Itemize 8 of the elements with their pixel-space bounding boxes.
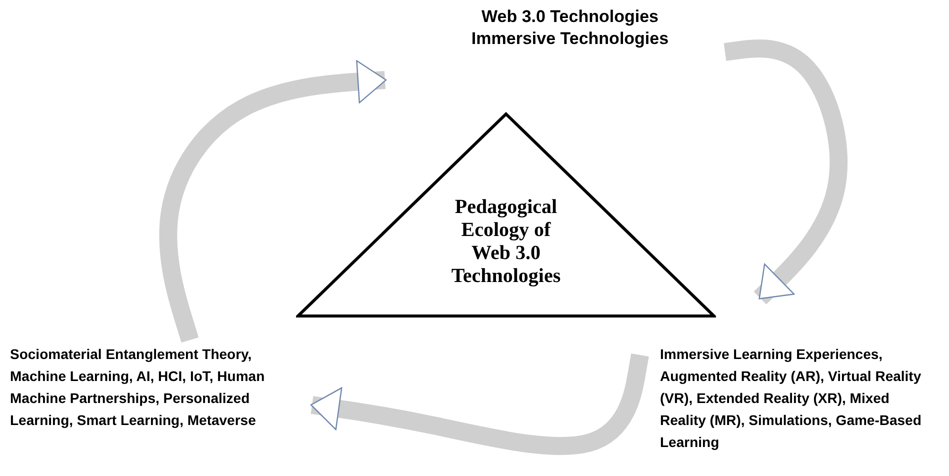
curved-arrow	[159, 60, 387, 343]
node-text: Sociomaterial Entanglement Theory, Machine Learning, AI, HCI, IoT, Human Machine Partnerships, Personalized Learning, Smart Learning, Metaverse	[10, 345, 266, 430]
center-title: Pedagogical Ecology of Web 3.0 Technologies	[450, 196, 562, 288]
curved-arrow	[310, 353, 649, 455]
node-text: Web 3.0 Technologies	[480, 6, 660, 28]
node-text: Immersive Technologies	[470, 28, 670, 50]
node-text: Immersive Learning Experiences, Augmented Reality (AR), Virtual Reality (VR), Extended Reality (XR), Mixed Reality (MR), Simulations, Game-Based Learning	[660, 345, 922, 452]
curved-arrow	[724, 40, 848, 304]
